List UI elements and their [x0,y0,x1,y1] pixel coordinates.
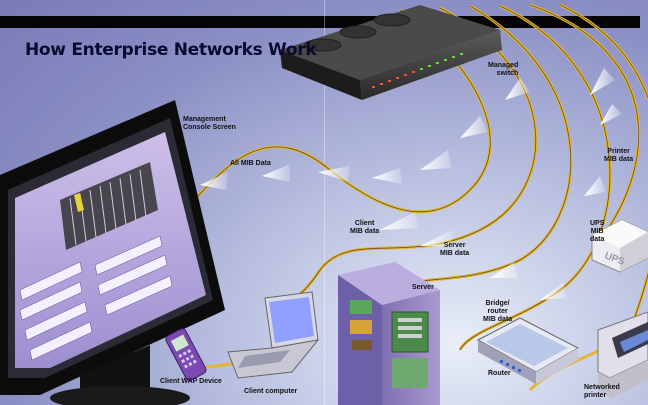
arrow-client-mib [380,212,418,230]
arrow-all-mib [200,172,228,190]
networked-printer [597,311,648,398]
label-router: Router [488,370,511,377]
label-client-mib-data: Client MIB data [350,220,380,235]
label-printer-mib-data: Printer MIB data [604,148,634,163]
server-tower [338,262,440,405]
label-all-mib-data: All MIB Data [230,160,271,167]
label-management-console: Management Console Screen [183,116,236,131]
arrow-server-mib [420,230,452,246]
arrow-bridge-mib [490,262,518,278]
managed-switch-device [280,5,502,100]
page-title: How Enterprise Networks Work [25,40,317,60]
wap-phone-device [165,328,207,381]
label-managed-switch: Managed switch [488,62,519,77]
page-fold [324,0,325,405]
data-flow-arrows [200,68,622,300]
label-networked-printer: Networked printer [584,384,620,399]
ups-device: UPS [591,219,648,273]
label-server: Server [412,284,434,291]
router-device [476,317,580,384]
label-client-computer: Client computer [244,388,298,395]
label-bridge-router-mib-data: Bridge/ router MIB data [483,300,513,323]
management-console-monitor [0,100,225,405]
label-server-mib-data: Server MIB data [440,242,470,257]
client-laptop [227,291,320,379]
label-ups-mib-data: UPS MIB data [590,220,605,243]
label-client-wap-device: Client WAP Device [160,378,222,385]
